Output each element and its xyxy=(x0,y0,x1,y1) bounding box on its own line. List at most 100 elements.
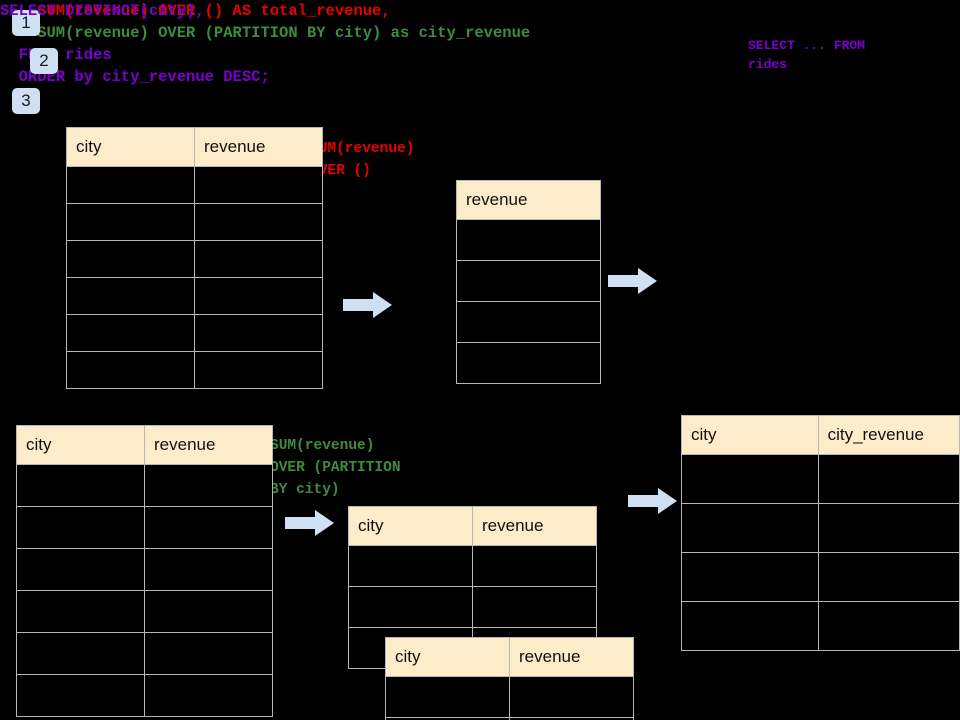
cell xyxy=(16,674,145,717)
cell xyxy=(681,454,819,504)
cell xyxy=(348,586,473,628)
cell xyxy=(144,464,273,507)
cell xyxy=(144,674,273,717)
sql-line-city-revenue: SUM(revenue) OVER (PARTITION BY city) as… xyxy=(0,24,531,42)
column-header-revenue: revenue xyxy=(144,425,273,465)
cell xyxy=(456,260,601,302)
table-row xyxy=(385,676,634,718)
table-row xyxy=(681,552,960,602)
table-row xyxy=(66,240,323,278)
annotation-sum-over-empty: SUM(revenue) OVER () xyxy=(310,141,415,179)
table-total-revenue: revenue xyxy=(456,180,601,384)
cell xyxy=(817,454,960,504)
cell xyxy=(66,203,195,241)
cell xyxy=(817,601,960,651)
table-rides-bottom: city revenue xyxy=(16,425,273,717)
table-row xyxy=(456,342,601,384)
table-row xyxy=(16,506,273,549)
table-row xyxy=(16,464,273,507)
cell xyxy=(817,552,960,602)
table-row xyxy=(16,632,273,675)
column-header-city: city xyxy=(16,425,145,465)
table-row xyxy=(681,454,960,504)
table-header-row: city revenue xyxy=(385,637,634,677)
table-row xyxy=(16,590,273,633)
table-row xyxy=(681,601,960,651)
cell xyxy=(509,676,634,718)
arrow-right-icon xyxy=(285,510,334,536)
column-header-city: city xyxy=(66,127,195,167)
step-badge-3: 3 xyxy=(12,88,40,114)
cell xyxy=(456,342,601,384)
cell xyxy=(681,552,819,602)
table-partition-front: city revenue xyxy=(385,637,634,720)
cell xyxy=(16,548,145,591)
cell xyxy=(194,277,323,315)
cell xyxy=(66,351,195,389)
table-row xyxy=(66,277,323,315)
step-badge-1: 1 xyxy=(12,10,40,36)
table-row xyxy=(681,503,960,553)
cell xyxy=(16,632,145,675)
cell xyxy=(16,506,145,549)
table-row xyxy=(66,314,323,352)
column-header-revenue: revenue xyxy=(456,180,601,220)
sql-query-block: SELECT DISTINCT(city), SUM(revenue) OVER… xyxy=(0,0,960,88)
table-row xyxy=(456,301,601,343)
column-header-city: city xyxy=(385,637,510,677)
cell xyxy=(194,203,323,241)
table-header-row: city revenue xyxy=(66,127,323,167)
table-row xyxy=(66,351,323,389)
column-header-city-revenue: city_revenue xyxy=(817,415,960,455)
table-header-row: city city_revenue xyxy=(681,415,960,455)
cell xyxy=(194,314,323,352)
table-header-row: city revenue xyxy=(348,506,597,546)
column-header-revenue: revenue xyxy=(194,127,323,167)
cell xyxy=(194,351,323,389)
arrow-right-icon xyxy=(343,292,392,318)
cell xyxy=(144,590,273,633)
cell xyxy=(66,314,195,352)
column-header-revenue: revenue xyxy=(509,637,634,677)
cell xyxy=(66,166,195,204)
table-result: city city_revenue xyxy=(681,415,960,651)
cell xyxy=(66,277,195,315)
column-header-city: city xyxy=(348,506,473,546)
cell xyxy=(681,601,819,651)
table-row xyxy=(16,674,273,717)
arrow-right-icon xyxy=(628,488,677,514)
sql-line-total-revenue: SUM(revenue) OVER () AS total_revenue, xyxy=(0,2,391,20)
sql-side-note: SELECT ... FROM rides xyxy=(748,38,866,72)
cell xyxy=(348,545,473,587)
cell xyxy=(456,219,601,261)
cell xyxy=(16,590,145,633)
cell xyxy=(144,548,273,591)
table-row xyxy=(348,586,597,628)
table-header-row: revenue xyxy=(456,180,601,220)
cell xyxy=(16,464,145,507)
cell xyxy=(472,586,597,628)
table-rides-top: city revenue xyxy=(66,127,323,389)
column-header-revenue: revenue xyxy=(472,506,597,546)
cell xyxy=(817,503,960,553)
step-badge-2: 2 xyxy=(30,48,58,74)
table-row xyxy=(66,203,323,241)
cell xyxy=(456,301,601,343)
cell xyxy=(385,676,510,718)
table-row xyxy=(385,717,634,720)
table-row xyxy=(16,548,273,591)
table-row xyxy=(66,166,323,204)
cell xyxy=(681,503,819,553)
table-row xyxy=(348,545,597,587)
cell xyxy=(509,717,634,720)
cell xyxy=(194,166,323,204)
table-row xyxy=(456,219,601,261)
cell xyxy=(194,240,323,278)
column-header-city: city xyxy=(681,415,819,455)
sql-line-select-distinct: SELECT DISTINCT(city), xyxy=(0,2,205,20)
cell xyxy=(144,632,273,675)
table-header-row: city revenue xyxy=(16,425,273,465)
cell xyxy=(66,240,195,278)
table-row xyxy=(456,260,601,302)
